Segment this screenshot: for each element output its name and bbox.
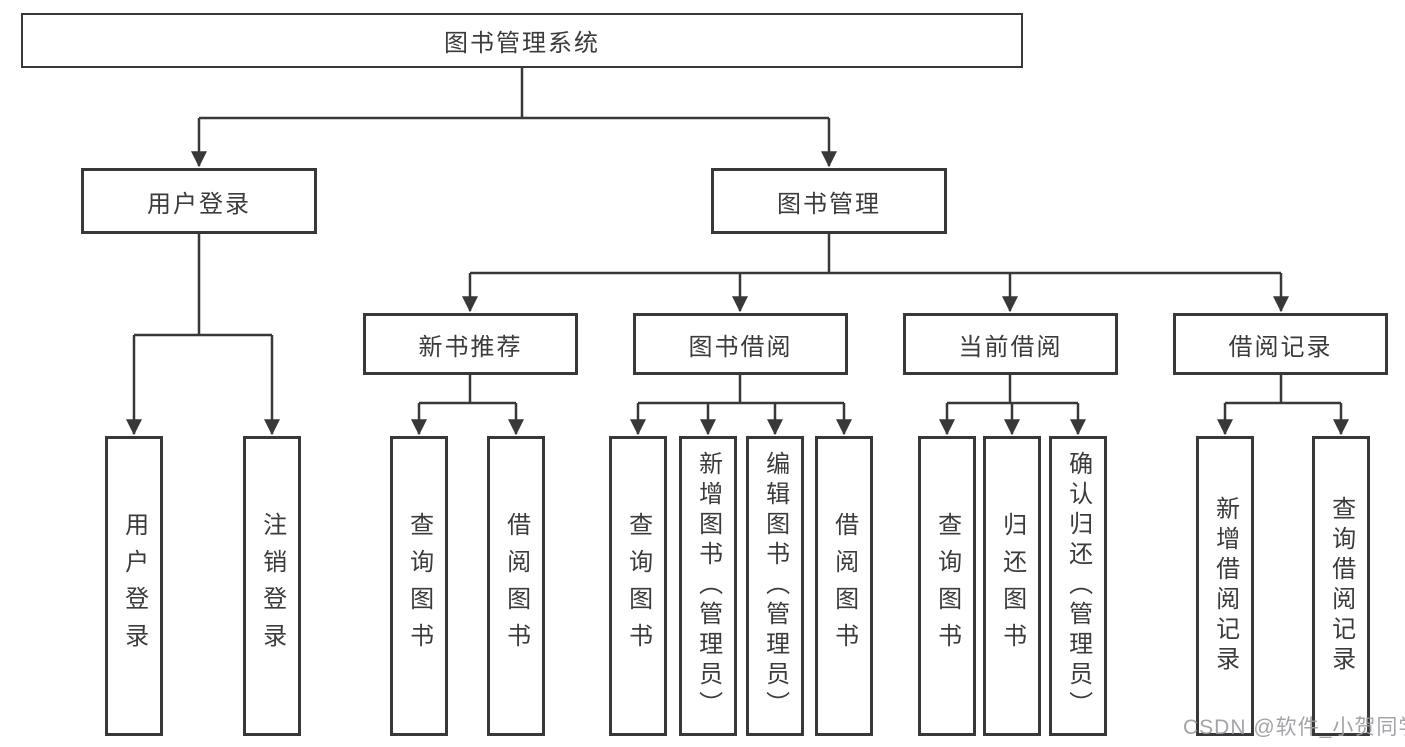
node-label: 编辑图书（管理员） (761, 451, 789, 721)
node-label: 借阅图书 (502, 512, 530, 660)
leaf-logout: 注销登录 (243, 436, 301, 736)
leaf-user-login: 用户登录 (105, 436, 163, 736)
node-label: 当前借阅 (958, 333, 1063, 361)
leaf-confirm-return-admin: 确认归还（管理员） (1049, 436, 1107, 736)
leaf-add-book-admin: 新增图书（管理员） (679, 436, 737, 736)
node-book-management: 图书管理 (711, 168, 947, 234)
leaf-query-books-borrowing: 查询图书 (609, 436, 667, 736)
node-label: 新增借阅记录 (1211, 496, 1239, 676)
node-label: 借阅图书 (830, 512, 858, 660)
node-book-borrowing: 图书借阅 (633, 313, 848, 375)
node-label: 图书管理系统 (444, 30, 600, 57)
leaf-borrow-books-recommend: 借阅图书 (487, 436, 545, 736)
node-label: 用户登录 (120, 512, 148, 660)
node-label: 新书推荐 (418, 333, 523, 361)
node-label: 查询借阅记录 (1327, 496, 1355, 676)
node-borrowing-records: 借阅记录 (1173, 313, 1388, 375)
node-label: 确认归还（管理员） (1064, 451, 1092, 721)
node-label: 新增图书（管理员） (694, 451, 722, 721)
node-label: 图书借阅 (688, 333, 793, 361)
leaf-borrow-books-borrowing: 借阅图书 (815, 436, 873, 736)
node-label: 借阅记录 (1228, 333, 1333, 361)
leaf-edit-book-admin: 编辑图书（管理员） (746, 436, 804, 736)
node-label: 查询图书 (933, 512, 961, 660)
node-label: 图书管理 (777, 190, 881, 218)
node-library-management-system: 图书管理系统 (21, 13, 1023, 68)
watermark: CSDN @软件_小贺同学 (1183, 716, 1405, 739)
leaf-return-books: 归还图书 (983, 436, 1041, 736)
node-label: 归还图书 (998, 512, 1026, 660)
node-label: 查询图书 (405, 512, 433, 660)
leaf-query-borrow-record: 查询借阅记录 (1312, 436, 1370, 736)
node-user-login: 用户登录 (81, 168, 317, 234)
leaf-query-books-current: 查询图书 (918, 436, 976, 736)
node-label: 注销登录 (258, 512, 286, 660)
node-label: 查询图书 (624, 512, 652, 660)
node-label: 用户登录 (147, 190, 251, 218)
leaf-query-books-recommend: 查询图书 (390, 436, 448, 736)
node-new-book-recommendation: 新书推荐 (363, 313, 578, 375)
node-current-borrowing: 当前借阅 (903, 313, 1118, 375)
leaf-add-borrow-record: 新增借阅记录 (1196, 436, 1254, 736)
